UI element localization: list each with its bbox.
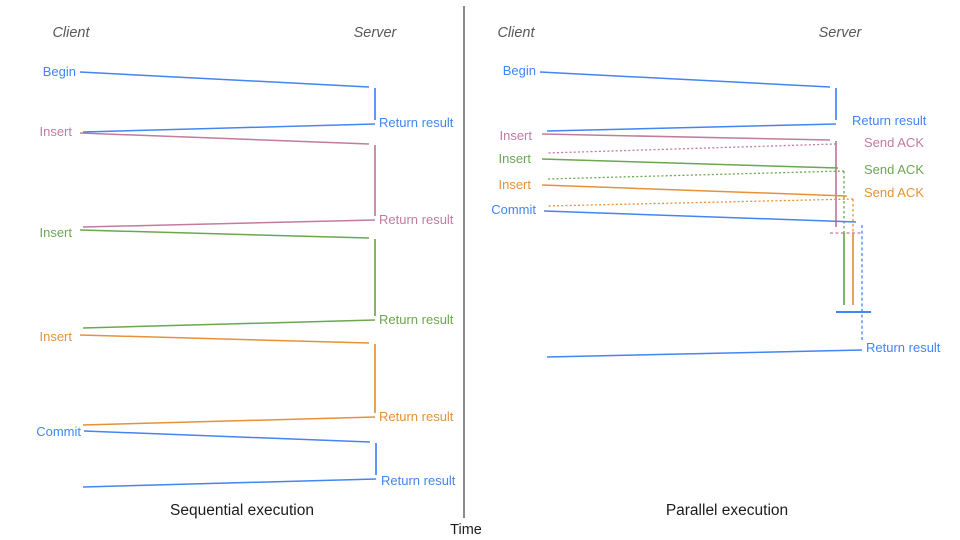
par-insert3-ack-arrow [546,198,854,207]
par-insert2-label: Insert [498,151,531,166]
seq-op-commit: Commit Return result [36,424,456,488]
seq-op-insert-2: Insert Return result [39,225,454,329]
par-commit-return-arrow [546,349,863,358]
seq-insert1-request-arrow [79,132,370,145]
par-insert2-ack-label: Send ACK [864,162,924,177]
par-client-header: Client [497,25,535,41]
seq-op-insert-3: Insert Return result [39,329,454,426]
seq-insert1-return-arrow [82,219,376,228]
time-axis: Time [450,6,482,538]
time-axis-label: Time [450,522,482,538]
par-insert3-label: Insert [498,177,531,192]
par-op-begin: Begin Return result [503,63,927,132]
seq-insert2-label: Insert [39,225,72,240]
par-insert2-ack-arrow [546,170,845,180]
seq-insert1-label: Insert [39,124,72,139]
par-insert1-request-arrow [541,133,831,141]
par-commit-return-label: Return result [866,340,941,355]
seq-begin-request-arrow [79,71,370,88]
seq-server-header: Server [354,25,398,41]
seq-insert3-return-arrow [82,416,376,426]
seq-commit-return-label: Return result [381,473,456,488]
par-insert2-request-arrow [541,158,839,169]
par-begin-label: Begin [503,63,536,78]
par-insert1-ack-arrow [546,143,837,154]
seq-client-header: Client [52,25,90,41]
par-insert1-label: Insert [499,128,532,143]
seq-commit-label: Commit [36,424,81,439]
par-op-insert-2: Insert Send ACK [498,151,924,305]
par-server-header: Server [819,25,863,41]
seq-insert1-return-label: Return result [379,212,454,227]
par-insert3-ack-label: Send ACK [864,185,924,200]
seq-begin-label: Begin [43,64,76,79]
sequential-panel: Client Server Begin Return result Insert… [36,25,456,519]
par-commit-label: Commit [491,202,536,217]
par-op-insert-3: Insert Send ACK [498,177,924,305]
seq-insert3-return-label: Return result [379,409,454,424]
parallel-caption: Parallel execution [666,502,788,519]
seq-op-insert-1: Insert Return result [39,124,454,228]
seq-commit-request-arrow [83,430,371,443]
par-op-commit: Commit Return result [491,202,941,358]
seq-insert3-label: Insert [39,329,72,344]
parallel-panel: Client Server Begin Return result Insert… [491,25,941,519]
par-begin-return-label: Return result [852,113,927,128]
seq-insert3-request-arrow [79,334,370,344]
par-commit-request-arrow [543,210,857,223]
seq-op-begin: Begin Return result [43,64,454,133]
seq-insert2-request-arrow [79,229,370,239]
seq-insert2-return-arrow [82,319,376,329]
seq-commit-return-arrow [82,478,377,488]
par-insert1-ack-label: Send ACK [864,135,924,150]
par-begin-return-arrow [546,123,837,132]
par-begin-request-arrow [539,71,831,88]
sequential-caption: Sequential execution [170,502,314,519]
seq-insert2-return-label: Return result [379,312,454,327]
par-insert3-request-arrow [541,184,848,197]
par-op-insert-1: Insert Send ACK [499,128,924,234]
seq-begin-return-label: Return result [379,115,454,130]
seq-begin-return-arrow [82,123,376,133]
